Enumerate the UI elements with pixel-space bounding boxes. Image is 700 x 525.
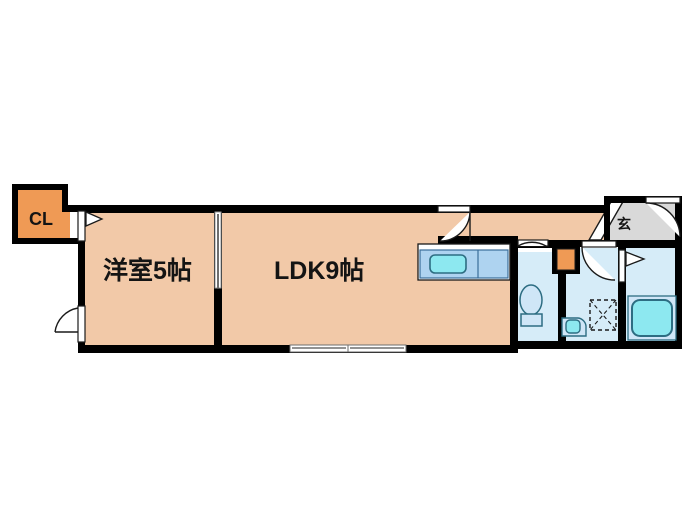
- entrance-door[interactable]: [645, 196, 681, 238]
- partition-ldk-water: [510, 236, 518, 349]
- closet-wall: [12, 184, 78, 244]
- right-outer-wall: [675, 196, 682, 349]
- room-label-ldk: LDK9帖: [274, 257, 365, 285]
- top-wall-genkan: [604, 196, 682, 203]
- fixtures: [417, 243, 677, 341]
- western-room-floor: [84, 212, 214, 348]
- sliding-door-between-rooms[interactable]: [214, 211, 222, 289]
- shoe-box: [556, 248, 576, 271]
- top-wall-left: [78, 205, 438, 213]
- western-room-window[interactable]: [54, 305, 86, 343]
- kitchen-counter: [417, 243, 511, 281]
- toilet-door[interactable]: [517, 239, 549, 247]
- bathtub: [627, 295, 677, 341]
- openings: [54, 196, 681, 353]
- ldk-window[interactable]: [289, 344, 407, 353]
- genkan-left-wall: [604, 196, 610, 244]
- partition-toilet-washroom: [558, 244, 566, 346]
- kitchen-door[interactable]: [437, 205, 471, 242]
- room-label-western-room: 洋室5帖: [103, 257, 192, 285]
- partition-washroom-bath: [618, 240, 626, 348]
- toilet: [519, 284, 543, 327]
- washbasin: [561, 317, 587, 337]
- bottom-wall-right: [510, 341, 682, 349]
- bath-door[interactable]: [618, 249, 646, 283]
- hall-door[interactable]: [581, 240, 617, 281]
- bathroom-top-wall: [618, 240, 682, 248]
- floor-fills: [18, 190, 678, 348]
- top-wall-hall: [502, 205, 610, 213]
- left-outer-wall: [78, 205, 85, 353]
- closet-door[interactable]: [77, 210, 104, 242]
- room-label-genkan: 玄: [617, 216, 631, 232]
- kitchen-alcove-wall: [438, 236, 518, 244]
- closet-floor: [18, 190, 70, 238]
- kitchen-sink: [429, 254, 467, 274]
- room-label-closet: CL: [29, 209, 53, 229]
